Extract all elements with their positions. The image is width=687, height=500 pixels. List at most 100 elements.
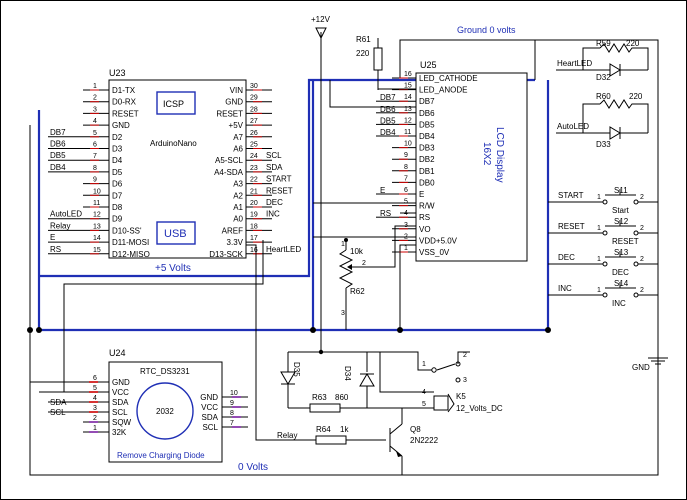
u23-pin-name: A7 (233, 133, 243, 142)
u25-pin-name: VO (419, 225, 431, 234)
u24-pin-number: 7 (230, 420, 234, 427)
u23-pin-name: VIN (230, 86, 244, 95)
u23-pin-number: 27 (250, 118, 258, 125)
charging-diode-note: Remove Charging Diode (117, 451, 205, 460)
u24-pin-7: 7 SCL (202, 420, 248, 432)
coin-cell (136, 382, 194, 440)
u25-pin-name: LED_CATHODE (419, 74, 478, 83)
switch-ref: S12 (614, 217, 629, 226)
u25-pin-number: 3 (404, 222, 408, 229)
u23-pin-number: 8 (93, 165, 97, 172)
switch-net-label: DEC (558, 253, 575, 262)
d34-ref: D34 (343, 366, 352, 381)
plus5v-label: +5 Volts (155, 263, 191, 274)
auto-led-branch (556, 99, 649, 140)
r60-ref: R60 (596, 92, 611, 101)
switch-net-label: RESET (558, 222, 585, 231)
u23-pin-number: 18 (250, 223, 258, 230)
u23-right-pins: 30VIN29GND28RESET27+5V26A725A624A5-SCL23… (209, 83, 272, 259)
switch-label: RESET (612, 237, 639, 246)
u25-pin-number: 15 (404, 83, 412, 90)
switch-pin1: 1 (597, 194, 601, 201)
u23-left-net-label: Relay (50, 221, 70, 230)
u24-ref: U24 (109, 348, 126, 358)
u23-right-net-label: SDA (266, 163, 283, 172)
r59-value: 220 (626, 39, 640, 48)
u24-pin-name: VCC (201, 403, 218, 412)
u25-net-label: DB7 (380, 93, 396, 102)
u23-right-net-label: HeartLED (266, 245, 301, 254)
u24-pin-number: 6 (93, 375, 97, 382)
u23-pin-number: 20 (250, 200, 258, 207)
switch-net-label: START (558, 191, 584, 200)
u25-pin-name: DB7 (419, 97, 435, 106)
u25-pin-number: 4 (404, 210, 408, 217)
u23-pin-name: D11-MOSI (112, 238, 149, 247)
u23-pin-number: 26 (250, 130, 258, 137)
u25-pin-number: 8 (404, 164, 408, 171)
u25-body (415, 72, 528, 262)
switch-label: Start (612, 206, 630, 215)
u25-pin-name: DB4 (419, 132, 435, 141)
u24-body (108, 361, 223, 463)
u24-pin-name: SCL (202, 423, 218, 432)
switch-ref: S14 (614, 279, 629, 288)
k5-pin3: 3 (463, 377, 467, 384)
r63-ref: R63 (312, 393, 327, 402)
ground-label: Ground 0 volts (457, 25, 516, 35)
u23-ref: U23 (109, 68, 126, 78)
u23-pin-name: D13-SCK (209, 250, 243, 259)
zero-volts-label: 0 Volts (238, 462, 268, 473)
u24-name: RTC_DS3231 (140, 367, 190, 376)
u23-pin-name: A2 (233, 191, 243, 200)
r64-ref: R64 (316, 425, 331, 434)
u23-body (108, 79, 247, 259)
u23-pin-name: D10-SS' (112, 226, 142, 235)
u23-pin-number: 22 (250, 177, 258, 184)
u23-pin-number: 17 (250, 235, 258, 242)
lcd-title: LCD Display (494, 127, 505, 183)
icsp-label: ICSP (163, 99, 184, 109)
u23-pin-number: 29 (250, 95, 258, 102)
u23-pin-name: D2 (112, 133, 123, 142)
switch-label: DEC (612, 268, 629, 277)
u23-pin-name: RESET (112, 109, 139, 118)
u23-pin-26: 26 A7 (233, 130, 272, 142)
r61-ref: R61 (356, 35, 371, 44)
u23-pin-number: 11 (93, 200, 100, 207)
switch-pin1: 1 (597, 225, 601, 232)
r61-resistor (320, 32, 416, 90)
u25-pin-number: 10 (404, 141, 412, 148)
r62-pin3: 3 (341, 310, 345, 317)
u25-pin-name: E (419, 190, 424, 199)
u25-pin-name: DB2 (419, 155, 435, 164)
u23-left-net-label: DB4 (50, 163, 66, 172)
k5-pin5: 5 (422, 401, 426, 408)
